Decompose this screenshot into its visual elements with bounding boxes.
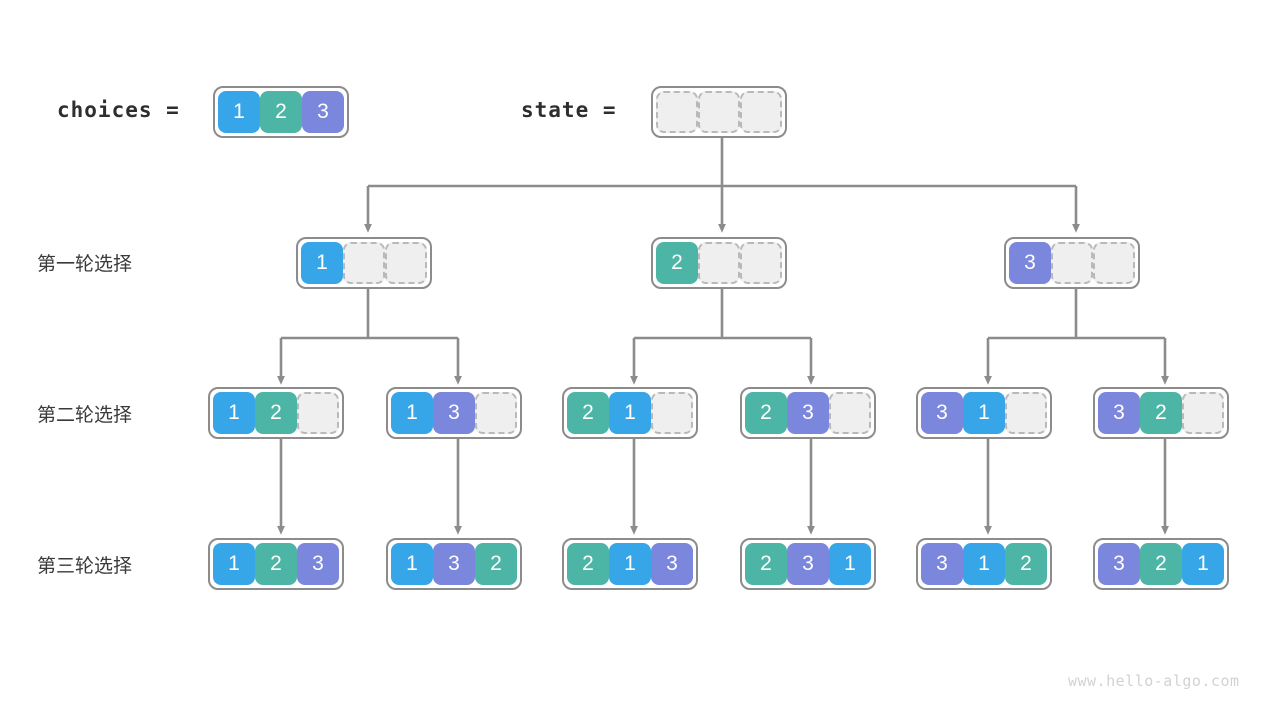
state-cell-1 (698, 91, 740, 133)
node-n-213-cell-0: 2 (567, 543, 609, 585)
node-n-312-cell-1: 1 (963, 543, 1005, 585)
node-n-213-cell-2: 3 (651, 543, 693, 585)
node-n-23-cell-0: 2 (745, 392, 787, 434)
node-n-321-cell-0: 3 (1098, 543, 1140, 585)
node-n-321-cell-2: 1 (1182, 543, 1224, 585)
node-n-23-cell-1: 3 (787, 392, 829, 434)
node-n-31-cell-2 (1005, 392, 1047, 434)
node-n-231-cell-0: 2 (745, 543, 787, 585)
row-label-round-2: 第二轮选择 (37, 405, 133, 426)
watermark: www.hello-algo.com (1068, 672, 1240, 690)
node-n-32-cell-2 (1182, 392, 1224, 434)
node-n-23-cell-2 (829, 392, 871, 434)
node-n-31-cell-0: 3 (921, 392, 963, 434)
node-n-21-cell-2 (651, 392, 693, 434)
node-n-132-cell-2: 2 (475, 543, 517, 585)
node-n-123-cell-1: 2 (255, 543, 297, 585)
node-n-32-cell-0: 3 (1098, 392, 1140, 434)
node-n-3-cell-0: 3 (1009, 242, 1051, 284)
node-n-123-cell-0: 1 (213, 543, 255, 585)
node-n-123-cell-2: 3 (297, 543, 339, 585)
node-n-231-cell-2: 1 (829, 543, 871, 585)
choices-cell-1: 2 (260, 91, 302, 133)
node-n-132-cell-0: 1 (391, 543, 433, 585)
node-n-12-cell-2 (297, 392, 339, 434)
node-n-1-cell-1 (343, 242, 385, 284)
node-n-2-cell-1 (698, 242, 740, 284)
node-n-321-cell-1: 2 (1140, 543, 1182, 585)
node-n-231-cell-1: 3 (787, 543, 829, 585)
state-array (651, 86, 787, 138)
node-n-2-cell-2 (740, 242, 782, 284)
choices-cell-2: 3 (302, 91, 344, 133)
node-n-13-cell-2 (475, 392, 517, 434)
node-n-1-cell-0: 1 (301, 242, 343, 284)
node-n-1: 1 (296, 237, 432, 289)
node-n-3-cell-2 (1093, 242, 1135, 284)
node-n-1-cell-2 (385, 242, 427, 284)
node-n-213-cell-1: 1 (609, 543, 651, 585)
state-cell-0 (656, 91, 698, 133)
node-n-12-cell-1: 2 (255, 392, 297, 434)
state-cell-2 (740, 91, 782, 133)
node-n-13-cell-0: 1 (391, 392, 433, 434)
node-n-2-cell-0: 2 (656, 242, 698, 284)
choices-cell-0: 1 (218, 91, 260, 133)
node-n-3-cell-1 (1051, 242, 1093, 284)
node-n-312-cell-2: 2 (1005, 543, 1047, 585)
node-n-2: 2 (651, 237, 787, 289)
node-n-312-cell-0: 3 (921, 543, 963, 585)
node-n-13-cell-1: 3 (433, 392, 475, 434)
node-n-21-cell-1: 1 (609, 392, 651, 434)
state-label: state = (521, 98, 617, 122)
node-n-32-cell-1: 2 (1140, 392, 1182, 434)
node-n-12-cell-0: 1 (213, 392, 255, 434)
node-n-21-cell-0: 2 (567, 392, 609, 434)
node-n-31-cell-1: 1 (963, 392, 1005, 434)
row-label-round-1: 第一轮选择 (37, 254, 133, 275)
choices-label: choices = (57, 98, 180, 122)
node-n-132-cell-1: 3 (433, 543, 475, 585)
node-n-3: 3 (1004, 237, 1140, 289)
row-label-round-3: 第三轮选择 (37, 556, 133, 577)
